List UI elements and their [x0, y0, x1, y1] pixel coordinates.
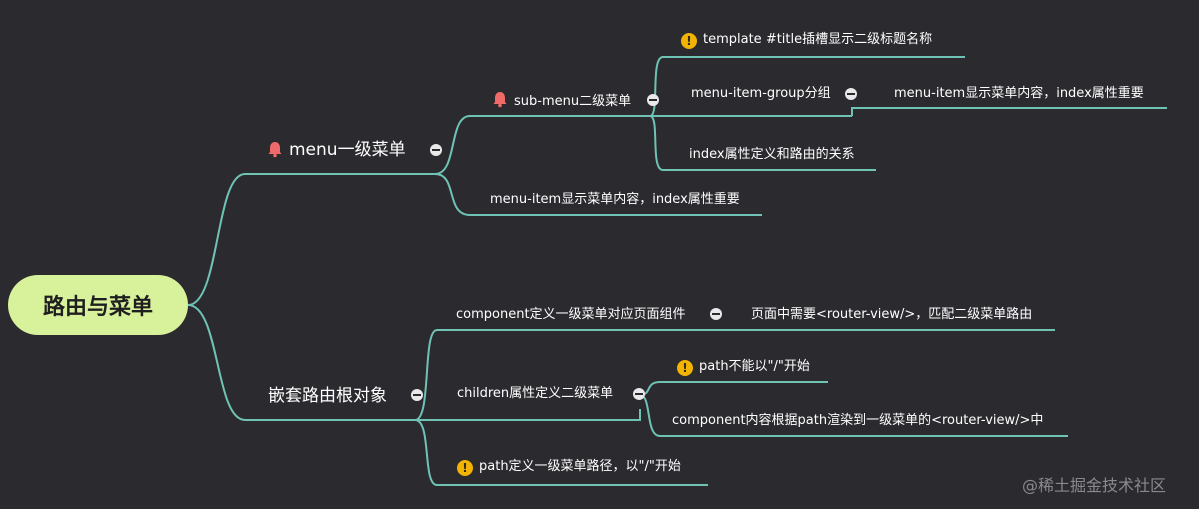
node-path-rule[interactable]: ! path不能以"/"开始: [677, 357, 810, 377]
node-children[interactable]: children属性定义二级菜单: [457, 384, 613, 404]
node-component-def[interactable]: component定义一级菜单对应页面组件: [456, 305, 686, 325]
node-submenu[interactable]: sub-menu二级菜单: [491, 90, 631, 112]
node-template-slot-label: template #title插槽显示二级标题名称: [703, 32, 933, 47]
node-router-view-label: 页面中需要<router-view/>，匹配二级菜单路由: [751, 307, 1033, 322]
collapse-icon[interactable]: [430, 144, 442, 156]
node-path-def[interactable]: ! path定义一级菜单路径，以"/"开始: [457, 457, 681, 477]
collapse-icon[interactable]: [411, 389, 423, 401]
link-group-inner: [851, 107, 1167, 116]
link-nested-children: [415, 409, 641, 421]
warning-icon: !: [457, 460, 473, 476]
link-children-pathrule: [639, 381, 828, 396]
link-menu-submenu: [434, 115, 650, 175]
node-component-render-label: component内容根据path渲染到一级菜单的<router-view/>中: [672, 413, 1044, 428]
node-menu-item-outer-label: menu-item显示菜单内容，index属性重要: [490, 192, 740, 207]
node-nested[interactable]: 嵌套路由根对象: [268, 384, 387, 408]
node-menu-item-inner-label: menu-item显示菜单内容，index属性重要: [894, 86, 1144, 101]
node-template-slot[interactable]: ! template #title插槽显示二级标题名称: [681, 30, 932, 50]
link-root-nested: [187, 304, 415, 421]
bell-icon: [493, 92, 507, 108]
node-router-view[interactable]: 页面中需要<router-view/>，匹配二级菜单路由: [751, 305, 1032, 325]
node-component-def-label: component定义一级菜单对应页面组件: [456, 307, 686, 322]
node-children-label: children属性定义二级菜单: [457, 386, 614, 401]
node-nested-label: 嵌套路由根对象: [268, 386, 387, 406]
link-menu-item-outer: [434, 173, 762, 216]
collapse-icon[interactable]: [647, 94, 659, 106]
node-item-group[interactable]: menu-item-group分组: [691, 84, 831, 104]
collapse-icon[interactable]: [845, 88, 857, 100]
node-submenu-label: sub-menu二级菜单: [514, 94, 632, 109]
node-menu-l1[interactable]: menu一级菜单: [266, 138, 406, 162]
node-item-group-label: menu-item-group分组: [691, 86, 831, 101]
link-nested-component: [414, 329, 716, 421]
root-label: 路由与菜单: [42, 295, 153, 320]
node-menu-l1-label: menu一级菜单: [289, 140, 406, 160]
warning-icon: !: [677, 360, 693, 376]
link-submenu-template: [649, 56, 965, 117]
node-path-rule-label: path不能以"/"开始: [699, 359, 810, 374]
warning-icon: !: [681, 33, 697, 49]
node-component-render[interactable]: component内容根据path渲染到一级菜单的<router-view/>中: [672, 411, 1043, 431]
bell-icon: [268, 142, 282, 158]
node-path-def-label: path定义一级菜单路径，以"/"开始: [479, 459, 681, 474]
watermark: @稀土掘金技术社区: [1022, 476, 1167, 495]
link-nested-path: [414, 419, 708, 486]
link-submenu-index: [649, 115, 876, 171]
node-index-route[interactable]: index属性定义和路由的关系: [689, 145, 855, 165]
collapse-icon[interactable]: [710, 308, 722, 320]
node-menu-item-outer[interactable]: menu-item显示菜单内容，index属性重要: [490, 190, 740, 210]
root-node[interactable]: 路由与菜单: [8, 275, 188, 335]
collapse-icon[interactable]: [633, 388, 645, 400]
node-index-route-label: index属性定义和路由的关系: [689, 147, 855, 162]
node-menu-item-inner[interactable]: menu-item显示菜单内容，index属性重要: [894, 84, 1144, 104]
link-root-menu: [187, 173, 435, 306]
